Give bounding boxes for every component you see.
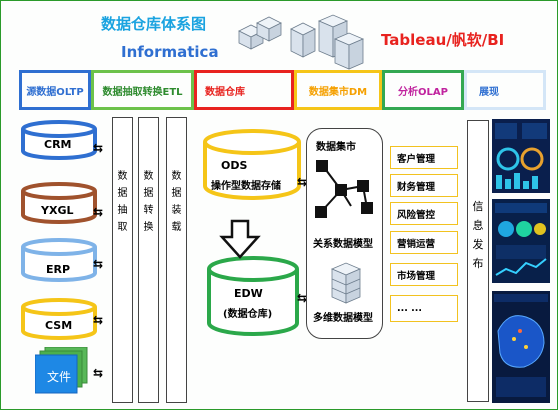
etl-char: 载 <box>171 222 182 233</box>
double-arrow-icon: ⇆ <box>93 205 104 219</box>
etl-char: 转 <box>143 205 154 216</box>
category-etl: 数据抽取转换ETL <box>91 70 194 110</box>
cube-cluster-icon <box>238 14 365 70</box>
olap-item: 客户管理 <box>390 146 458 169</box>
crm-cylinder <box>21 120 97 160</box>
erp-cylinder <box>21 238 97 282</box>
ods-subtitle: 操作型数据存储 <box>211 181 281 192</box>
relational-model-label: 关系数据模型 <box>313 239 373 250</box>
etl-load-column: 数 据 装 载 <box>166 117 187 403</box>
etl-extract-column: 数 据 抽 取 <box>112 117 133 403</box>
info-publish-column: 信 息 发 布 <box>467 120 489 402</box>
warehouse-cylinders <box>203 129 301 336</box>
multidim-model-label: 多维数据模型 <box>313 313 373 324</box>
source-erp-label: ERP <box>46 263 71 276</box>
category-olap: 分析OLAP <box>382 70 464 110</box>
edw-subtitle: (数据仓库) <box>223 309 273 320</box>
olap-item: 市场管理 <box>390 263 458 286</box>
etl-char: 数 <box>171 171 182 182</box>
olap-item-label: 客户管理 <box>397 153 436 165</box>
etl-transform-column: 数 据 转 换 <box>138 117 159 403</box>
csm-cylinder <box>21 298 97 340</box>
olap-item-label: 营销运营 <box>397 238 436 250</box>
category-data-warehouse: 数据仓库 <box>194 70 294 110</box>
down-arrow-icon <box>219 219 261 259</box>
ods-cylinder <box>203 129 301 200</box>
olap-item-label: ... ... <box>397 303 422 314</box>
publish-char: 布 <box>472 257 484 270</box>
source-cylinders <box>21 120 97 340</box>
multidim-cube-icon <box>330 262 362 304</box>
etl-char: 据 <box>117 188 128 199</box>
category-source-oltp: 源数据OLTP <box>19 70 91 110</box>
double-arrow-icon: ⇆ <box>93 257 104 271</box>
category-label: 源数据OLTP <box>26 86 84 98</box>
category-label: 数据抽取转换ETL <box>102 86 183 98</box>
source-yxgl-label: YXGL <box>41 204 74 217</box>
ods-title: ODS <box>221 159 248 172</box>
etl-char: 换 <box>143 222 154 233</box>
etl-char: 数 <box>117 171 128 182</box>
olap-item: 风险管控 <box>390 202 458 225</box>
etl-char: 抽 <box>117 205 128 216</box>
double-arrow-icon: ⇆ <box>297 291 308 305</box>
category-label: 数据仓库 <box>205 86 245 98</box>
diagram-subtitle: Informatica <box>121 43 219 61</box>
data-mart-title: 数据集市 <box>316 142 356 153</box>
category-label: 分析OLAP <box>398 86 448 98</box>
dashboard-thumbnail <box>492 119 550 193</box>
etl-char: 据 <box>171 188 182 199</box>
olap-item: 营销运营 <box>390 231 458 254</box>
category-data-mart: 数据集市DM <box>294 70 382 110</box>
bi-tools-label: Tableau/帆软/BI <box>381 31 505 49</box>
olap-item-label: 财务管理 <box>397 181 436 193</box>
file-icon <box>35 347 88 394</box>
edw-cylinder <box>207 256 299 336</box>
olap-item-label: 市场管理 <box>397 270 436 282</box>
double-arrow-icon: ⇆ <box>93 366 104 380</box>
yxgl-cylinder <box>21 182 97 224</box>
olap-item-label: 风险管控 <box>397 209 436 221</box>
dashboard-thumbnail <box>492 199 550 283</box>
publish-char: 息 <box>472 219 484 232</box>
olap-item: 财务管理 <box>390 174 458 197</box>
file-label: 文件 <box>47 370 72 384</box>
publish-char: 发 <box>472 238 484 251</box>
relational-model-icon <box>315 160 373 218</box>
double-arrow-icon: ⇆ <box>297 175 308 189</box>
edw-title: EDW <box>234 287 263 300</box>
category-presentation: 展现 <box>464 70 546 110</box>
olap-item: ... ... <box>390 295 458 322</box>
source-crm-label: CRM <box>44 138 72 151</box>
double-arrow-icon: ⇆ <box>93 141 104 155</box>
double-arrow-icon: ⇆ <box>93 313 104 327</box>
publish-char: 信 <box>472 200 484 213</box>
category-label: 数据集市DM <box>308 86 368 98</box>
diagram-title: 数据仓库体系图 <box>101 15 207 33</box>
source-csm-label: CSM <box>45 319 73 332</box>
etl-char: 取 <box>117 222 128 233</box>
category-label: 展现 <box>479 86 499 98</box>
etl-char: 数 <box>143 171 154 182</box>
map-dashboard-thumbnail <box>492 291 550 403</box>
etl-char: 据 <box>143 188 154 199</box>
etl-char: 装 <box>171 205 182 216</box>
